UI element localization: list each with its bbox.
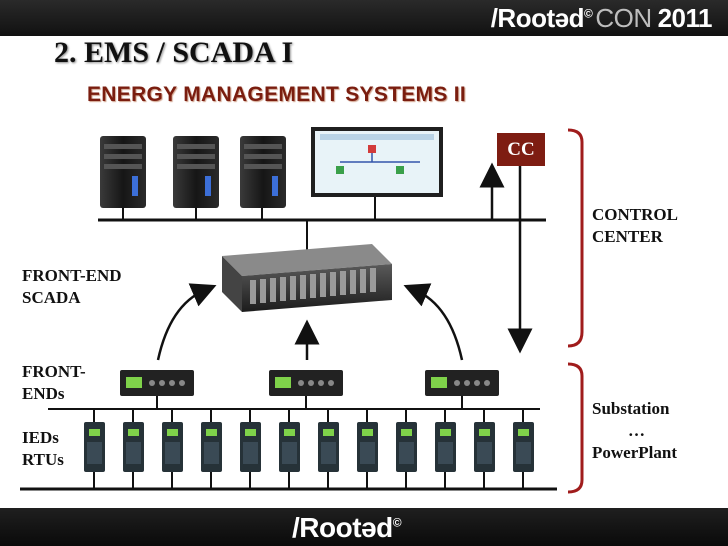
ied-rtu-device-icon xyxy=(240,409,261,489)
ied-rtu-device-icon xyxy=(279,409,300,489)
server-tower-icon xyxy=(240,136,286,208)
ied-rtu-device-icon xyxy=(513,409,534,489)
brand-con: CON xyxy=(595,3,652,33)
brand-year: 2011 xyxy=(657,3,713,33)
server-tower-icon xyxy=(173,136,219,208)
substation-label: Substation … PowerPlant xyxy=(592,398,677,464)
ied-rtu-device-icon xyxy=(318,409,339,489)
front-end-scada-label: FRONT-END SCADA xyxy=(22,265,122,309)
ied-rtu-device-icon xyxy=(123,409,144,489)
brand-name: /Rootəd xyxy=(490,3,585,33)
front-end-module-icon xyxy=(269,370,343,396)
front-end-scada-line2: SCADA xyxy=(22,288,81,307)
ied-rtu-device-icon xyxy=(474,409,495,489)
control-center-line2: CENTER xyxy=(592,227,663,246)
cc-box: CC xyxy=(497,133,545,166)
slide-subtitle: ENERGY MANAGEMENT SYSTEMS II xyxy=(87,83,467,106)
control-center-line1: CONTROL xyxy=(592,205,678,224)
substation-text: Substation xyxy=(592,399,670,418)
rtus-line: RTUs xyxy=(22,450,64,469)
server-tower-icon xyxy=(100,136,146,208)
control-center-bracket xyxy=(567,128,584,348)
ieds-rtus-label: IEDs RTUs xyxy=(22,427,64,471)
ied-rtu-device-icon xyxy=(396,409,417,489)
ied-rtu-device-icon xyxy=(162,409,183,489)
front-ends-line2: ENDs xyxy=(22,384,65,403)
front-ends-line1: FRONT- xyxy=(22,362,86,381)
footer-brand-mark: © xyxy=(392,515,402,530)
brand-mark: © xyxy=(583,6,593,21)
front-end-module-icon xyxy=(425,370,499,396)
frontend-left-arrow xyxy=(156,283,217,361)
bottom-banner: /Rootəd© xyxy=(0,508,728,546)
powerplant-text: PowerPlant xyxy=(592,443,677,462)
slide-title: 2. EMS / SCADA I xyxy=(54,36,294,69)
substation-bracket xyxy=(567,362,584,494)
ieds-line: IEDs xyxy=(22,428,59,447)
rootedcon-footer-logo: /Rootəd© xyxy=(292,512,402,544)
footer-brand-name: /Rootəd xyxy=(292,512,393,543)
front-end-scada-line1: FRONT-END xyxy=(22,266,122,285)
control-center-label: CONTROL CENTER xyxy=(592,204,678,248)
ied-rtu-device-icon xyxy=(84,409,105,489)
ied-rtu-device-icon xyxy=(201,409,222,489)
ied-rtu-device-icon xyxy=(357,409,378,489)
scada-rack-server-icon xyxy=(222,244,392,312)
ied-rtu-device-icon xyxy=(435,409,456,489)
frontend-right-arrow xyxy=(403,283,464,361)
hmi-monitor-icon xyxy=(311,127,443,197)
front-ends-label: FRONT- ENDs xyxy=(22,361,86,405)
front-end-module-icon xyxy=(120,370,194,396)
ellipsis-text: … xyxy=(628,421,645,440)
